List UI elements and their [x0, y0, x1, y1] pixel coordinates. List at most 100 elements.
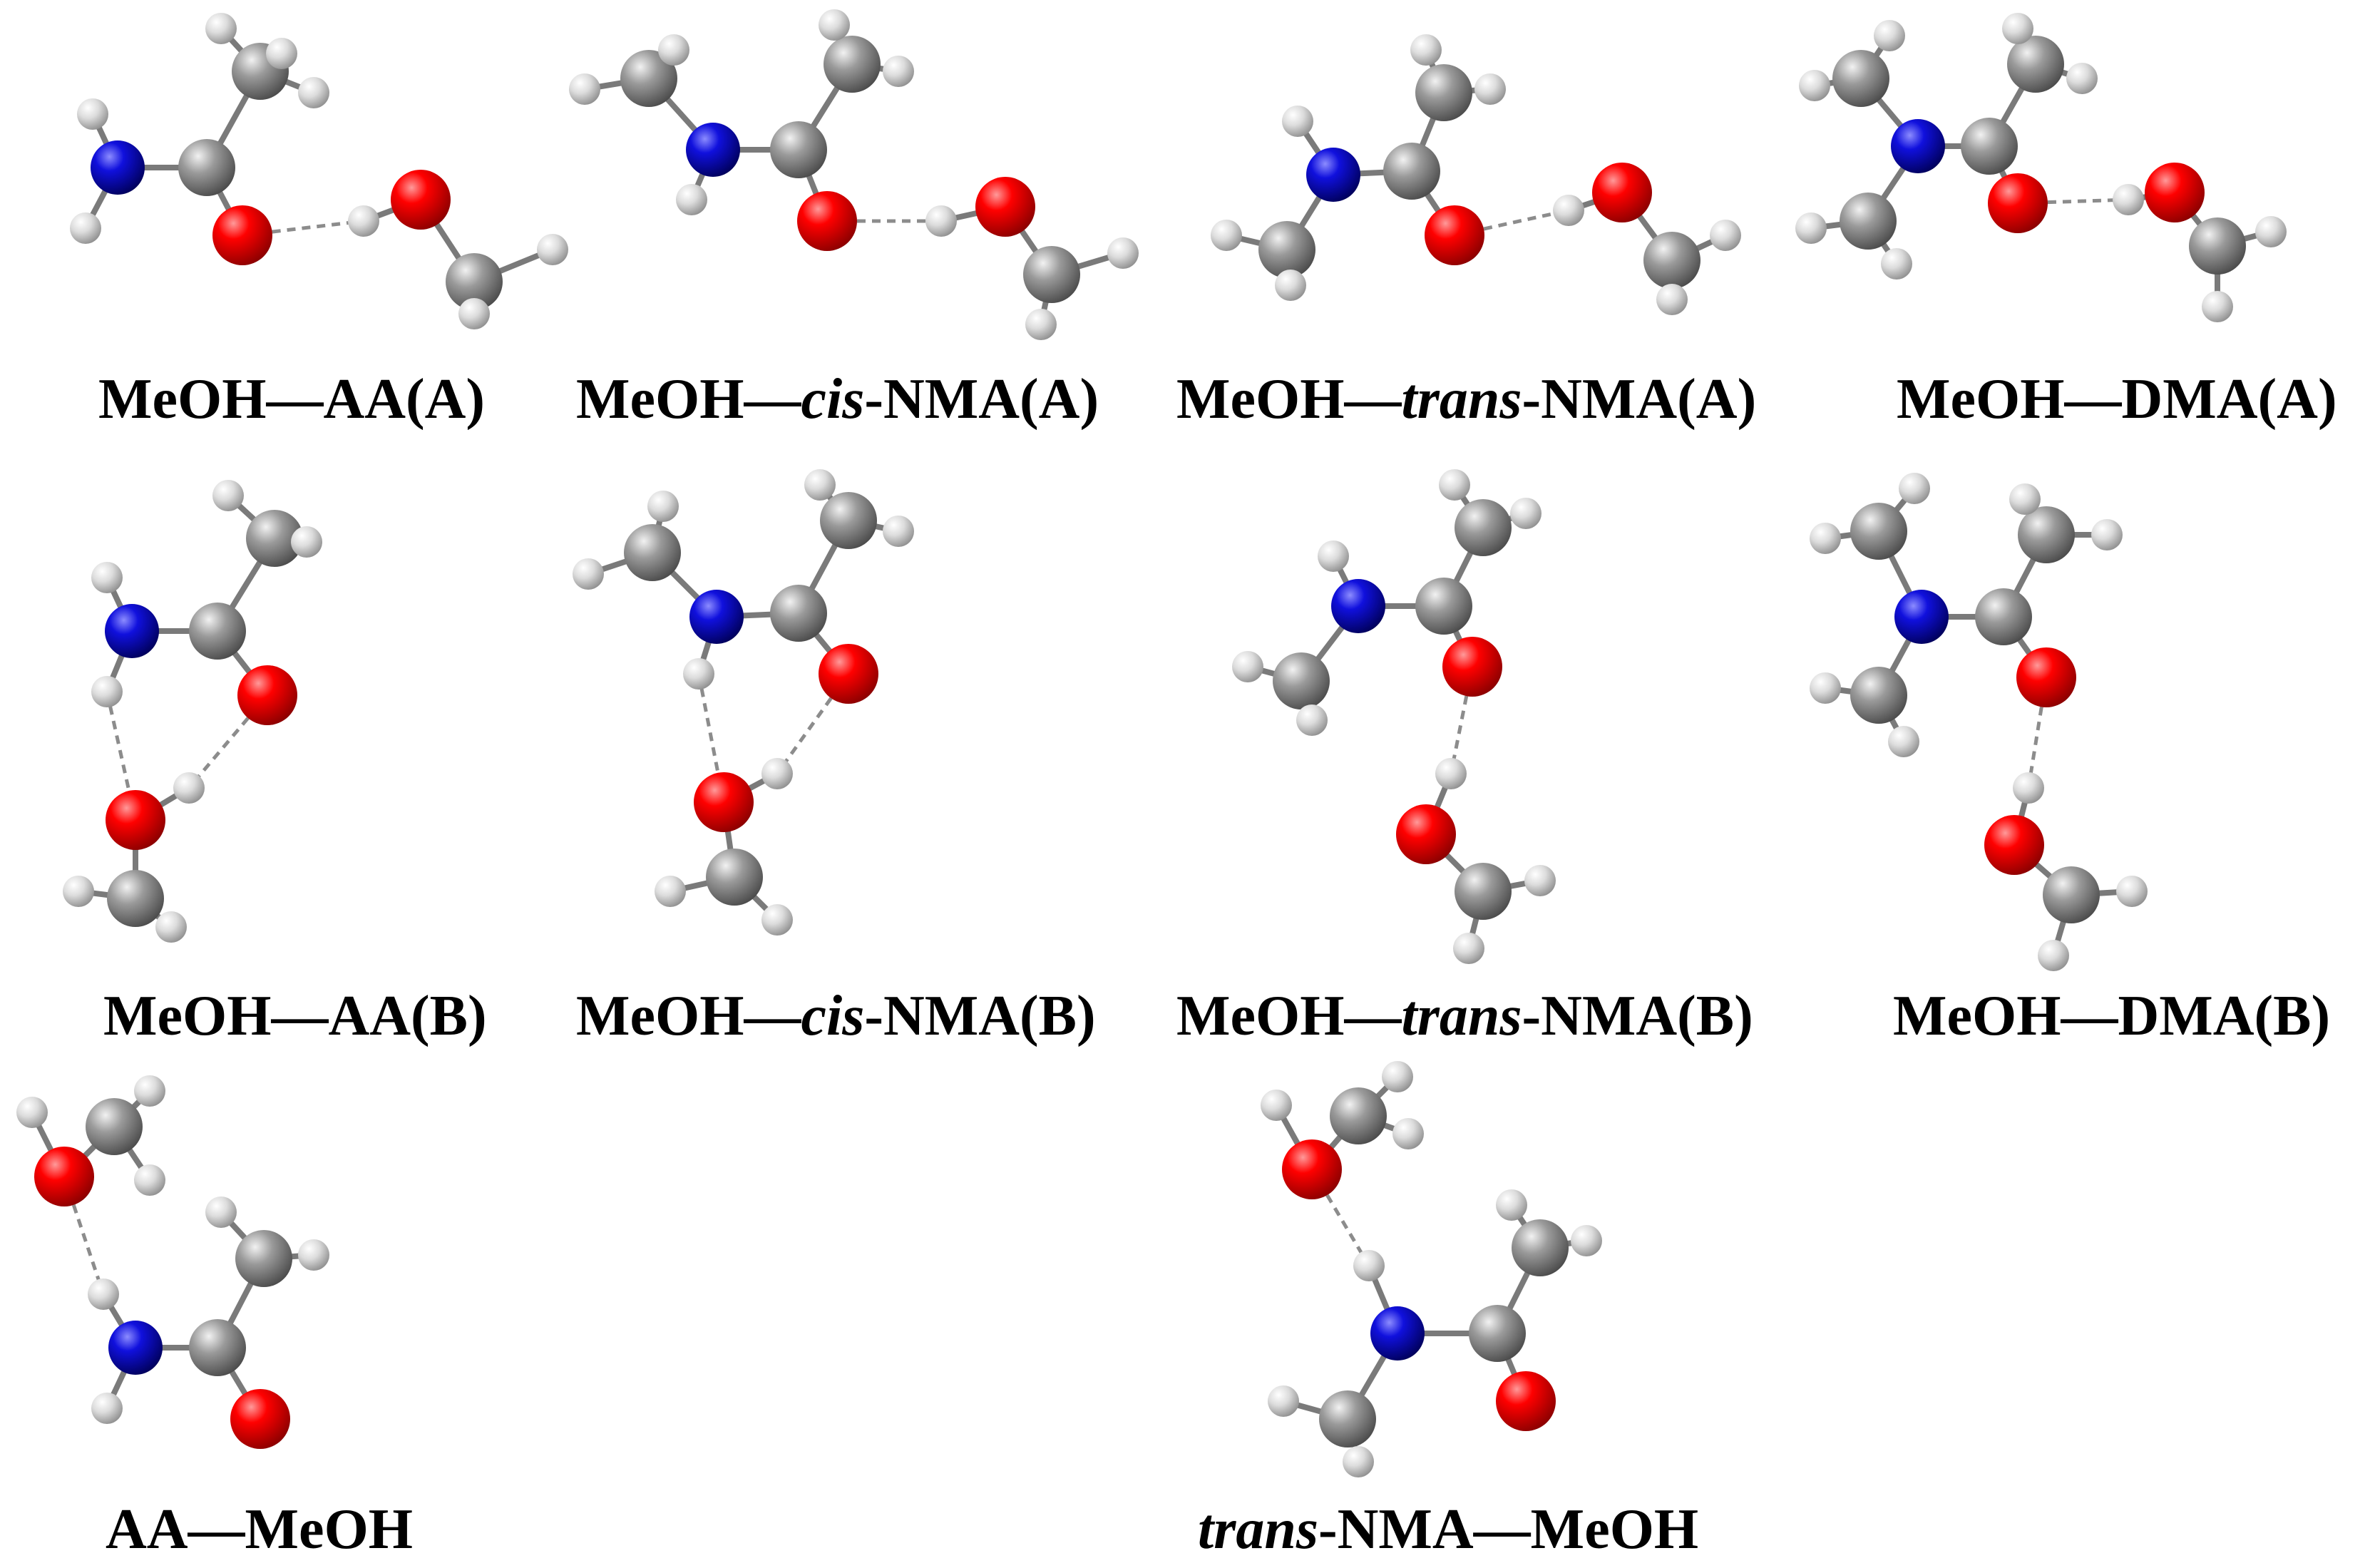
oxygen-atom	[819, 644, 878, 704]
hydrogen-atom	[155, 911, 187, 943]
oxygen-atom	[1988, 173, 2048, 233]
carbon-atom	[820, 492, 877, 549]
hydrogen-atom	[1496, 1189, 1527, 1221]
carbon-atom	[1643, 232, 1700, 289]
oxygen-atom	[975, 177, 1035, 237]
hydrogen-atom	[1107, 237, 1139, 269]
hydrogen-atom	[1571, 1225, 1602, 1256]
nitrogen-atom	[1306, 148, 1360, 202]
hydrogen-atom	[2013, 772, 2044, 804]
hydrogen-atom	[1888, 726, 1919, 757]
nitrogen-atom	[108, 1321, 163, 1375]
carbon-atom	[1383, 143, 1440, 200]
hydrogen-atom	[1899, 473, 1930, 504]
carbon-atom	[235, 1230, 292, 1287]
hydrogen-atom	[2113, 184, 2144, 215]
carbon-atom	[706, 849, 763, 906]
oxygen-atom	[212, 205, 272, 265]
hydrogen-atom	[212, 480, 244, 511]
hydrogen-atom	[676, 184, 707, 215]
hydrogen-atom	[1211, 220, 1242, 251]
label-part: MeOH—	[1176, 985, 1402, 1047]
carbon-atom	[624, 524, 681, 581]
oxygen-atom	[1282, 1139, 1342, 1199]
molecule	[1232, 469, 1556, 964]
label-part: MeOH—AA(A)	[98, 368, 486, 431]
carbon-atom	[1840, 193, 1897, 250]
hydrogen-atom	[2066, 63, 2098, 94]
hydrogen-atom	[655, 876, 686, 907]
hydrogen-atom	[16, 1097, 48, 1128]
oxygen-atom	[391, 170, 451, 230]
hydrogen-atom	[1795, 212, 1827, 244]
carbon-atom	[1850, 667, 1907, 724]
nitrogen-atom	[91, 140, 145, 195]
hydrogen-atom	[134, 1075, 165, 1107]
carbon-atom	[620, 50, 677, 107]
hydrogen-atom	[205, 1197, 237, 1228]
oxygen-atom	[237, 665, 297, 725]
nitrogen-atom	[1370, 1306, 1425, 1361]
molecule	[1810, 473, 2148, 971]
carbon-atom	[1415, 578, 1472, 635]
hydrogen-atom	[1553, 195, 1584, 226]
label-part: AA—MeOH	[106, 1498, 414, 1561]
hydrogen-atom	[1282, 106, 1313, 137]
oxygen-atom	[1442, 637, 1502, 697]
label-meoh-trans-nma-b: MeOH—trans-NMA(B)	[1176, 988, 1753, 1045]
carbon-atom	[1330, 1087, 1387, 1144]
carbon-atom	[446, 253, 503, 310]
hydrogen-atom	[925, 205, 957, 237]
oxygen-atom	[797, 191, 857, 251]
molecule	[1795, 13, 2287, 322]
hydrogen-atom	[1232, 651, 1263, 682]
carbon-atom	[1455, 499, 1512, 556]
hydrogen-atom	[1510, 498, 1541, 529]
hydrogen-atom	[1435, 758, 1467, 789]
carbon-atom	[1469, 1305, 1526, 1362]
hydrogen-atom	[70, 212, 101, 244]
label-part: cis	[801, 985, 865, 1047]
hydrogen-atom	[88, 1279, 119, 1310]
hydrogen-atom	[1710, 220, 1741, 251]
carbon-atom	[1319, 1390, 1376, 1447]
hydrogen-atom	[1025, 309, 1057, 340]
oxygen-atom	[1984, 815, 2044, 875]
carbon-atom	[1023, 246, 1080, 303]
hydrogen-atom	[2202, 291, 2233, 322]
oxygen-atom	[1592, 163, 1652, 222]
label-part: MeOH—DMA(A)	[1897, 368, 2337, 431]
label-part: -NMA(B)	[1522, 985, 1753, 1047]
hydrogen-atom	[205, 13, 237, 44]
oxygen-atom	[1396, 804, 1456, 864]
hydrogen-atom	[1810, 523, 1841, 554]
nitrogen-atom	[686, 123, 740, 177]
label-part: MeOH—	[576, 368, 801, 431]
carbon-atom	[1961, 118, 2018, 175]
label-meoh-dma-b: MeOH—DMA(B)	[1893, 988, 2330, 1045]
molecule	[569, 9, 1139, 340]
carbon-atom	[2189, 217, 2246, 275]
hydrogen-atom	[2116, 876, 2148, 907]
oxygen-atom	[34, 1147, 94, 1206]
carbon-atom	[1258, 221, 1315, 278]
carbon-atom	[770, 121, 827, 178]
hydrogen-atom	[298, 1239, 329, 1271]
oxygen-atom	[230, 1389, 290, 1449]
hydrogen-atom	[298, 77, 329, 108]
hydrogen-atom	[683, 658, 714, 690]
molecule	[70, 13, 568, 329]
carbon-atom	[246, 510, 303, 567]
molecule	[16, 1075, 329, 1449]
oxygen-atom	[1496, 1371, 1556, 1431]
label-meoh-aa-b: MeOH—AA(B)	[103, 988, 487, 1045]
hydrogen-atom	[2255, 216, 2287, 247]
label-part: cis	[801, 368, 865, 431]
hydrogen-atom	[2009, 483, 2041, 515]
carbon-atom	[1455, 863, 1512, 920]
hydrogen-atom	[348, 205, 379, 237]
carbon-atom	[1273, 652, 1330, 709]
carbon-atom	[107, 870, 164, 927]
hydrogen-atom	[1261, 1090, 1292, 1121]
